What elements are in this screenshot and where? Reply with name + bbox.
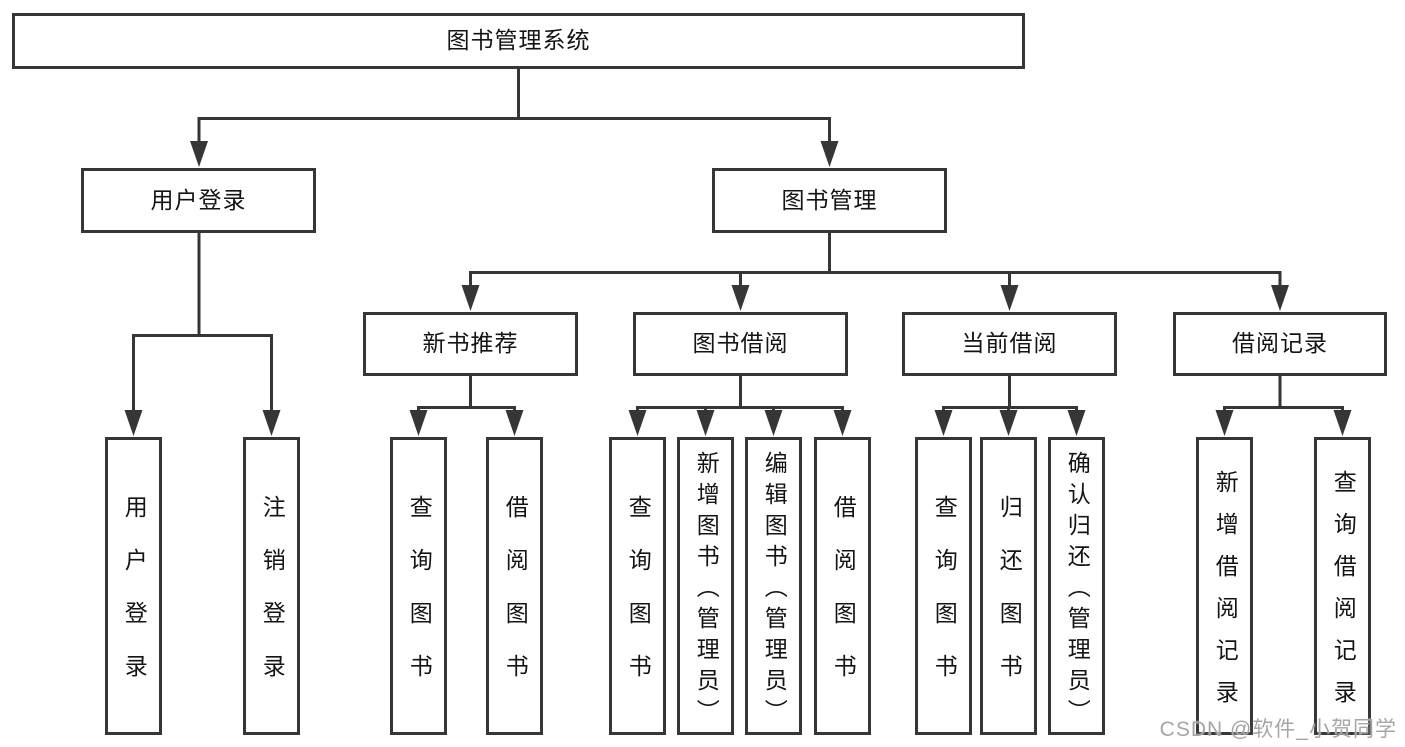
node-book-management: 图书管理 (712, 168, 947, 233)
leaf-query-books-1: 查询图书 (390, 437, 447, 735)
node-new-book-recommend: 新书推荐 (363, 312, 578, 376)
leaf-borrow-books-2: 借阅图书 (814, 437, 871, 735)
leaf-user-login: 用户登录 (105, 437, 162, 735)
watermark: CSDN @软件_小贺同学 (1159, 718, 1397, 741)
leaf-label: 查询借阅记录 (1330, 469, 1357, 722)
leaf-label: 用户登录 (121, 495, 148, 707)
leaf-label: 确认归还（管理员） (1064, 450, 1091, 730)
node-current-borrow: 当前借阅 (902, 312, 1117, 376)
leaf-query-borrow-record: 查询借阅记录 (1314, 437, 1371, 735)
leaf-label: 新增借阅记录 (1212, 469, 1239, 722)
leaf-label: 借阅图书 (830, 495, 857, 707)
leaf-label: 查询图书 (625, 495, 652, 707)
leaf-add-borrow-record: 新增借阅记录 (1196, 437, 1253, 735)
leaf-return-books: 归还图书 (980, 437, 1037, 735)
leaf-confirm-return-admin: 确认归还（管理员） (1048, 437, 1105, 735)
node-user-login: 用户登录 (81, 168, 316, 233)
node-book-borrow: 图书借阅 (633, 312, 848, 376)
node-root: 图书管理系统 (12, 13, 1025, 69)
leaf-edit-book-admin: 编辑图书（管理员） (745, 437, 802, 735)
leaf-label: 归还图书 (996, 495, 1023, 707)
leaf-label: 借阅图书 (502, 495, 529, 707)
leaf-logout: 注销登录 (243, 437, 300, 735)
leaf-query-books-2: 查询图书 (609, 437, 666, 735)
leaf-borrow-books-1: 借阅图书 (486, 437, 543, 735)
leaf-label: 查询图书 (931, 495, 958, 707)
leaf-label: 编辑图书（管理员） (761, 450, 788, 730)
node-borrow-records: 借阅记录 (1173, 312, 1387, 376)
leaf-query-books-3: 查询图书 (915, 437, 972, 735)
leaf-label: 注销登录 (259, 495, 286, 707)
leaf-label: 新增图书（管理员） (693, 450, 720, 730)
leaf-label: 查询图书 (406, 495, 433, 707)
leaf-add-book-admin: 新增图书（管理员） (677, 437, 734, 735)
